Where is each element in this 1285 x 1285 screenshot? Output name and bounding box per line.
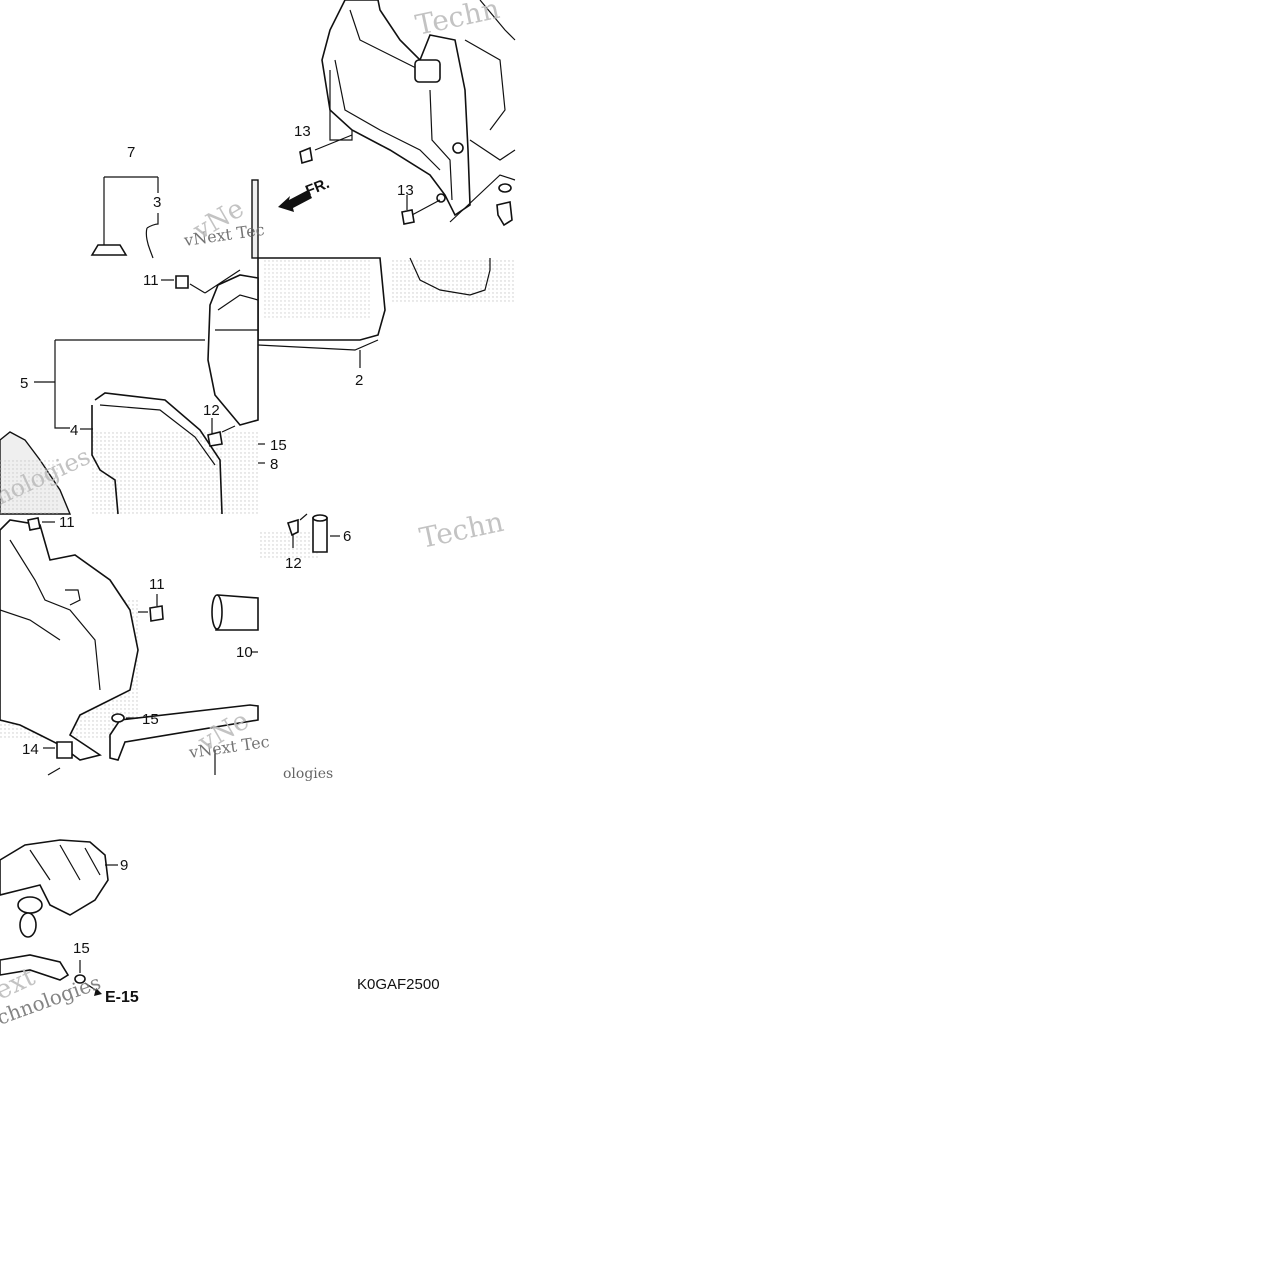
callout-15b: 15 — [142, 711, 159, 728]
callout-labels: 7 3 13 13 11 5 4 2 12 15 8 11 11 6 12 10… — [20, 123, 414, 957]
housing-cover-5 — [207, 274, 259, 426]
callout-6: 6 — [343, 528, 351, 545]
callout-9: 9 — [120, 857, 128, 874]
callout-2: 2 — [355, 372, 363, 389]
callout-3: 3 — [153, 194, 161, 211]
reference-e15: E-15 — [105, 989, 139, 1006]
front-direction-arrow — [278, 190, 312, 212]
callout-12b: 12 — [285, 555, 302, 572]
panel-middle-center — [258, 513, 340, 560]
callout-15a: 15 — [270, 437, 287, 454]
panel-lower-left — [0, 517, 259, 776]
connecting-hose-9 — [0, 839, 109, 916]
callout-13a: 13 — [294, 123, 311, 140]
callout-7: 7 — [127, 144, 135, 161]
callout-13b: 13 — [397, 182, 414, 199]
callout-10: 10 — [236, 644, 253, 661]
diagram-code: K0GAF2500 — [357, 976, 440, 993]
callout-15c: 15 — [73, 940, 90, 957]
screw-13b — [401, 195, 441, 225]
callout-5: 5 — [20, 375, 28, 392]
callout-8: 8 — [270, 456, 278, 473]
panel-middle-left — [0, 269, 265, 515]
panel-top-left — [90, 176, 259, 259]
callout-12a: 12 — [203, 402, 220, 419]
callout-11c: 11 — [149, 576, 165, 593]
panel-middle-right — [257, 257, 515, 368]
panel-top-right — [278, 0, 516, 227]
gasket-4 — [91, 392, 223, 515]
callout-14: 14 — [22, 741, 39, 758]
watermark-10: ologies — [283, 766, 333, 782]
watermark-4: Techn — [417, 505, 507, 555]
callout-11b: 11 — [59, 514, 75, 531]
callout-4: 4 — [70, 422, 78, 439]
tube-6 — [312, 517, 328, 553]
screw-13a — [299, 70, 353, 165]
panel-bottom-left — [0, 839, 118, 996]
callout-11a: 11 — [143, 272, 159, 289]
